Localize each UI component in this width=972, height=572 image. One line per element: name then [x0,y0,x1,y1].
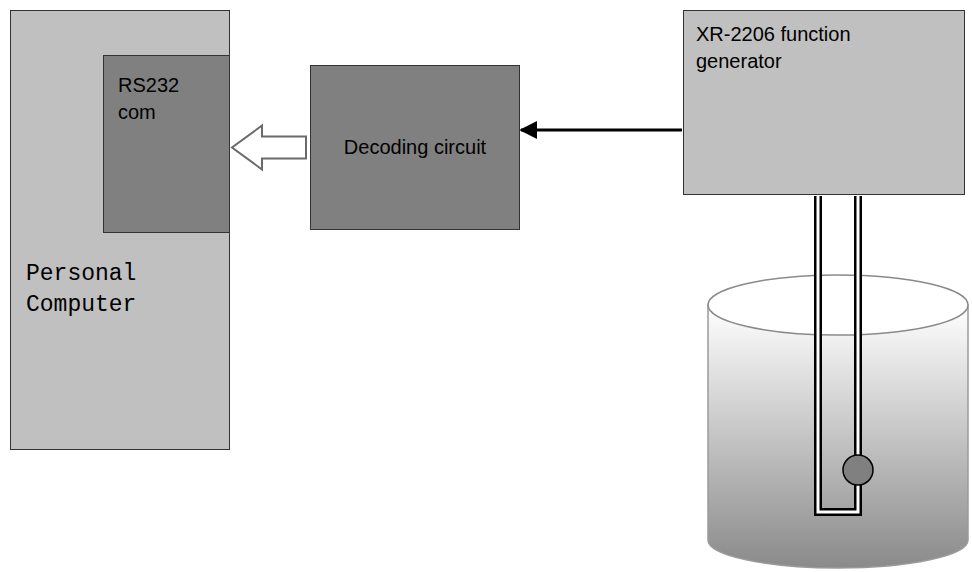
generator-box: XR-2206 function generator [683,10,965,195]
beaker-body [708,305,968,568]
node-label: XR-2206 function generator [696,21,906,75]
node-label: RS232 com [118,72,198,126]
node-label: Decoding circuit [344,134,486,161]
port-box: RS232 com [103,55,230,233]
signal-arrow [521,129,682,132]
probe [818,196,873,512]
process-box: Decoding circuit [310,65,520,230]
computer-box: Personal Computer RS232 com [10,10,230,450]
block-arrow [232,126,306,170]
beaker-rim [708,275,968,335]
beaker [708,275,968,568]
probe-sensor [843,455,873,485]
node-label: Personal Computer [26,259,216,321]
